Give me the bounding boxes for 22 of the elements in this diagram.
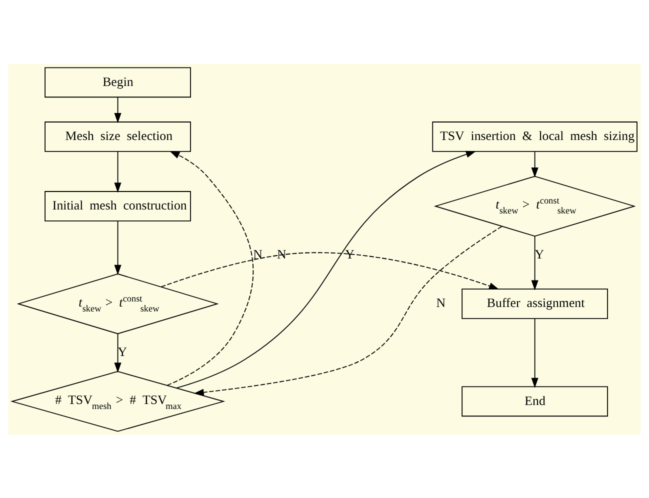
arrow: [114, 220, 122, 275]
arrow: [114, 333, 122, 372]
edge-label: Y: [118, 344, 128, 359]
node-box: TSV insertion & local mesh sizing: [432, 121, 638, 152]
node-box: Mesh size selection: [44, 121, 191, 152]
edge-label: Y: [534, 246, 544, 261]
arrow: [531, 318, 538, 388]
arrow: [194, 226, 502, 396]
arrow: [531, 150, 538, 178]
arrow: [166, 150, 254, 386]
arrow: [160, 252, 500, 289]
node-box: Begin: [44, 66, 191, 98]
arrow: [531, 235, 538, 290]
edge-label: N: [253, 246, 262, 261]
node-diamond: # TSV$_{mesh}$ > # TSV$_{max}$: [10, 370, 226, 432]
arrow: [176, 150, 476, 388]
edge-label: N: [436, 296, 446, 310]
node-box: Buffer assignment: [462, 288, 608, 318]
arrow: [114, 96, 122, 123]
node-box: Initial mesh construction: [44, 190, 191, 221]
node-box: End: [462, 386, 608, 416]
arrow: [114, 150, 122, 192]
